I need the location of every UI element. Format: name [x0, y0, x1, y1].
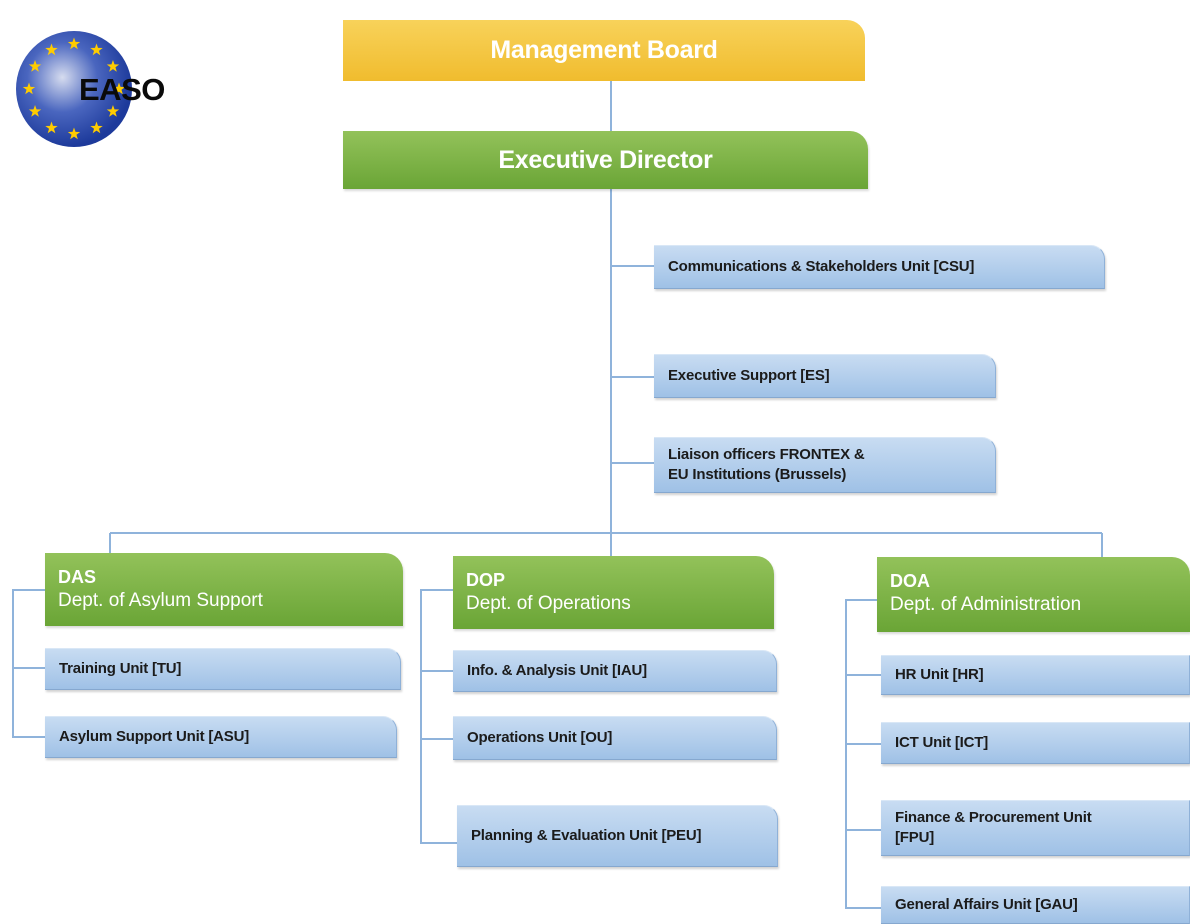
unit-label: Executive Support [ES] [668, 367, 830, 384]
dept-doa-box: DOA Dept. of Administration [877, 557, 1190, 632]
staff-unit-csu: Communications & Stakeholders Unit [CSU] [654, 245, 1105, 289]
star-icon [112, 82, 126, 95]
unit-iau: Info. & Analysis Unit [IAU] [453, 650, 777, 692]
unit-ict: ICT Unit [ICT] [881, 722, 1190, 764]
management-board-label: Management Board [490, 36, 718, 64]
star-icon [45, 43, 58, 56]
star-icon [22, 82, 36, 95]
dept-abbr: DAS [58, 567, 97, 587]
star-icon [45, 121, 58, 134]
star-icon [28, 60, 42, 72]
star-icon [67, 127, 81, 140]
dept-name: Dept. of Operations [466, 593, 631, 614]
unit-peu: Planning & Evaluation Unit [PEU] [457, 805, 778, 867]
star-icon [90, 43, 103, 56]
dept-abbr: DOP [466, 570, 506, 590]
executive-director-label: Executive Director [498, 145, 713, 174]
star-icon [67, 37, 81, 50]
unit-tu: Training Unit [TU] [45, 648, 401, 690]
unit-fpu: Finance & Procurement Unit [FPU] [881, 800, 1190, 856]
unit-label: Training Unit [TU] [59, 660, 182, 677]
unit-label: Operations Unit [OU] [467, 729, 613, 746]
star-icon [28, 105, 42, 117]
dept-dop-box: DOP Dept. of Operations [453, 556, 774, 629]
unit-gau: General Affairs Unit [GAU] [881, 886, 1190, 924]
easo-logo: EASO [16, 22, 176, 157]
staff-unit-liaison: Liaison officers FRONTEX & EU Institutio… [654, 437, 996, 493]
unit-hr: HR Unit [HR] [881, 655, 1190, 695]
unit-ou: Operations Unit [OU] [453, 716, 777, 760]
dept-das-box: DAS Dept. of Asylum Support [45, 553, 403, 626]
dept-abbr: DOA [890, 571, 930, 591]
unit-label: Asylum Support Unit [ASU] [59, 728, 249, 745]
star-icon [90, 121, 103, 134]
unit-label: Communications & Stakeholders Unit [CSU] [668, 258, 975, 275]
dept-name: Dept. of Asylum Support [58, 590, 263, 611]
star-icon [106, 60, 120, 72]
unit-label: Info. & Analysis Unit [IAU] [467, 662, 647, 679]
eu-stars-globe-icon [16, 31, 132, 147]
star-icon [106, 105, 120, 117]
unit-label: Planning & Evaluation Unit [PEU] [471, 827, 702, 844]
unit-label: General Affairs Unit [GAU] [895, 896, 1078, 913]
unit-label: Liaison officers FRONTEX & EU Institutio… [668, 446, 865, 483]
executive-director-box: Executive Director [343, 131, 868, 189]
unit-label: ICT Unit [ICT] [895, 734, 989, 751]
logo-text: EASO [79, 72, 165, 107]
unit-label: HR Unit [HR] [895, 666, 984, 683]
dept-name: Dept. of Administration [890, 594, 1082, 615]
unit-asu: Asylum Support Unit [ASU] [45, 716, 397, 758]
unit-label: Finance & Procurement Unit [FPU] [895, 809, 1092, 846]
management-board-box: Management Board [343, 20, 865, 81]
staff-unit-es: Executive Support [ES] [654, 354, 996, 398]
